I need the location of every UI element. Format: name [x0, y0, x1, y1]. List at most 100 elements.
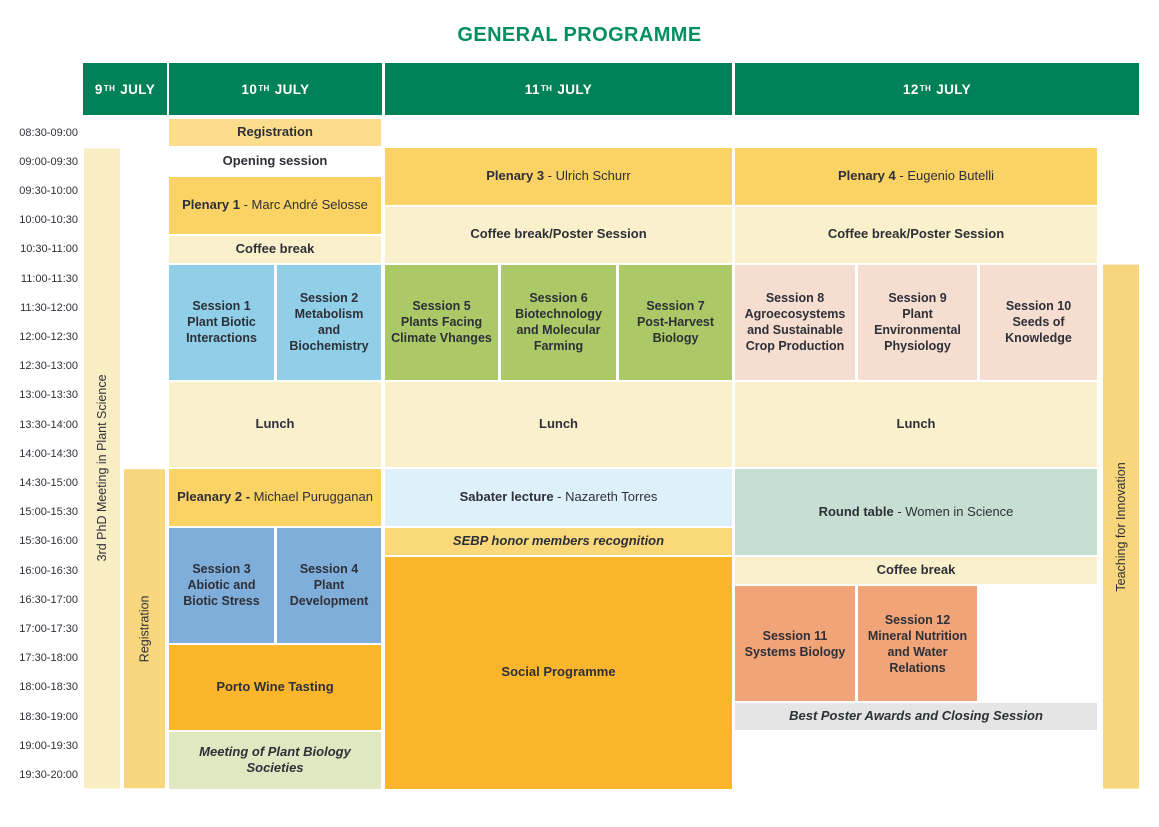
event-title-rest: - Eugenio Butelli — [895, 168, 995, 184]
day-number: 12 — [902, 81, 919, 97]
event-label: Lunch — [255, 416, 295, 432]
event-label: Meeting of Plant Biology Societies — [199, 743, 351, 776]
lunch-11jul-block: Lunch — [385, 381, 732, 468]
time-label: 17:30-18:00 — [19, 652, 78, 665]
event-label: Coffee break/Poster Session — [470, 226, 647, 242]
event-title-rest: Biotechnology and Molecular Farming — [515, 307, 602, 354]
event-label: Coffee break/Poster Session — [827, 226, 1005, 242]
time-label: 18:00-18:30 — [19, 681, 78, 694]
registration-vertical-label: Registration — [124, 469, 165, 789]
event-title-bold: Session 3 — [192, 562, 251, 577]
event-title-bold: Session 5 — [412, 299, 471, 314]
event-label: Sabater lecture - Nazareth Torres — [455, 489, 663, 506]
event-title-rest: Abiotic and Biotic Stress — [183, 578, 260, 609]
time-label: 13:30-14:00 — [19, 418, 78, 431]
event-title-rest: Plant Environmental Physiology — [874, 307, 961, 354]
time-label: 10:30-11:00 — [20, 243, 78, 256]
event-title-bold: Session 11 — [762, 628, 828, 643]
event-label: Best Poster Awards and Closing Session — [789, 708, 1043, 724]
event-title-bold: Round table — [818, 503, 894, 519]
sabater-lecture-block: Sabater lecture - Nazareth Torres — [385, 469, 732, 526]
event-title-rest: - Women in Science — [893, 503, 1014, 519]
page-title: GENERAL PROGRAMME — [457, 24, 702, 46]
event-title-bold: Session 12 — [884, 612, 951, 627]
event-label: Social Programme — [501, 664, 616, 680]
event-title-bold: Session 6 — [529, 291, 588, 306]
time-label: 10:00-10:30 — [19, 214, 78, 227]
time-label: 15:30-16:00 — [19, 535, 78, 548]
event-title-rest: - Marc André Selosse — [239, 197, 368, 213]
event-title-rest: Plant Development — [289, 578, 369, 609]
event-title-bold: Session 10 — [1005, 299, 1072, 314]
time-label: 16:30-17:00 — [19, 593, 78, 606]
plenary-2-block: Pleanary 2 - Michael Purugganan — [169, 469, 381, 526]
plant-biology-societies-block: Meeting of Plant Biology Societies — [169, 732, 381, 789]
sebp-recognition-block: SEBP honor members recognition — [385, 527, 732, 555]
event-title-rest: - Nazareth Torres — [553, 489, 658, 505]
event-label: Coffee break — [876, 562, 956, 578]
time-label: 09:00-09:30 — [19, 155, 78, 168]
day-month: JULY — [274, 81, 310, 97]
lunch-12jul-block: Lunch — [735, 381, 1097, 468]
event-label: Lunch — [896, 416, 936, 432]
event-label: Porto Wine Tasting — [216, 679, 334, 695]
day-number: 11 — [524, 81, 540, 97]
event-label: Opening session — [222, 153, 328, 169]
event-title-bold: Sabater lecture — [459, 489, 554, 505]
day-month: JULY — [936, 81, 972, 97]
event-title-bold: Session 1 — [192, 299, 251, 314]
event-label: Pleanary 2 - Michael Purugganan — [172, 489, 378, 506]
plenary-3-block: Plenary 3 - Ulrich Schurr — [385, 148, 732, 205]
event-label: SEBP honor members recognition — [452, 533, 665, 549]
teaching-innovation-vertical-label: Teaching for Innovation — [1103, 265, 1139, 789]
event-title-rest: Plant Biotic Interactions — [186, 315, 257, 346]
event-title-bold: Plenary 3 — [486, 168, 545, 184]
time-label: 17:00-17:30 — [19, 622, 78, 635]
event-label: Coffee break — [235, 241, 315, 257]
event-label: Plenary 3 - Ulrich Schurr — [481, 168, 636, 185]
event-title-rest: Metabolism and Biochemistry — [289, 307, 369, 354]
event-title-rest: Seeds of Knowledge — [1005, 315, 1072, 346]
event-label: 3rd PhD Meeting in Plant Science — [95, 374, 109, 562]
event-title-bold: Session 8 — [765, 291, 825, 306]
coffee-break-10jul-block: Coffee break — [169, 235, 381, 263]
event-title-bold: Session 4 — [299, 562, 359, 577]
time-label: 11:00-11:30 — [20, 272, 78, 285]
day-month: JULY — [557, 81, 593, 97]
event-label: Plenary 4 - Eugenio Butelli — [833, 168, 999, 185]
time-label: 12:00-12:30 — [19, 330, 78, 343]
event-label: Round table - Women in Science — [814, 504, 1019, 521]
event-title-rest: Agroecosystems and Sustainable Crop Prod… — [744, 307, 846, 354]
day-month: JULY — [120, 81, 156, 97]
time-label: 14:30-15:00 — [19, 476, 78, 489]
day-number: 9 — [94, 81, 103, 97]
event-title-rest: - Ulrich Schurr — [544, 168, 631, 184]
best-poster-awards-block: Best Poster Awards and Closing Session — [735, 703, 1097, 731]
coffee-poster-12jul-block: Coffee break/Poster Session — [735, 206, 1097, 263]
time-label: 16:00-16:30 — [19, 564, 78, 577]
